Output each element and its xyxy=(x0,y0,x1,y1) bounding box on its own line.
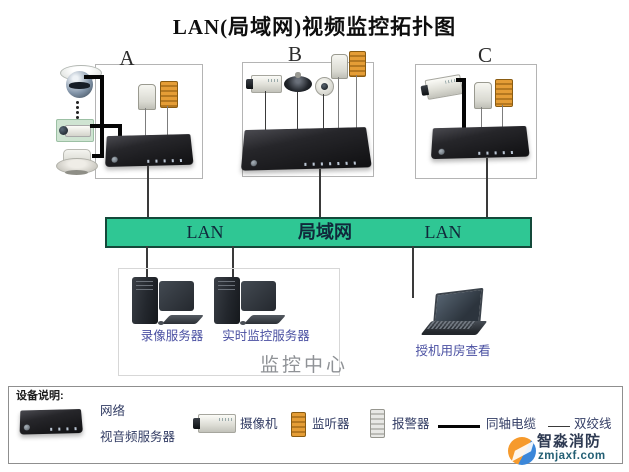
lan-bus-left-label: LAN xyxy=(160,220,250,244)
alarm-c-icon xyxy=(495,79,513,107)
legend-network-server-label-1: 网络 xyxy=(100,404,190,419)
legend-twisted-pair-line xyxy=(548,426,570,427)
group-b-label: B xyxy=(273,43,317,65)
pc-mouse xyxy=(158,321,164,325)
downlink-line-laptop xyxy=(412,246,414,298)
network-video-server-c-icon xyxy=(431,126,530,159)
box-camera-a-lens xyxy=(59,126,68,135)
twisted-pair-line xyxy=(167,106,168,135)
pc-monitor xyxy=(159,281,194,311)
box-camera-a-icon xyxy=(56,119,94,142)
monitoring-center-caption: 监控中心 xyxy=(248,354,360,378)
mini-dome-knob xyxy=(295,72,302,78)
bracket-camera-icon xyxy=(315,77,334,96)
legend-camera-label: 摄像机 xyxy=(240,417,286,432)
coaxial-cable-line xyxy=(100,75,104,158)
group-c-label: C xyxy=(463,44,507,66)
box-camera-b-lens xyxy=(246,79,253,89)
box-camera-a-body xyxy=(65,125,91,138)
pc-monitor xyxy=(241,281,276,311)
legend-camera-icon xyxy=(198,414,236,433)
legend-camera-lens xyxy=(193,418,200,428)
dotted-line xyxy=(76,111,79,114)
legend-heading: 设备说明: xyxy=(16,390,96,403)
uplink-line-b xyxy=(319,169,321,218)
server-power-button xyxy=(111,157,117,163)
legend-network-server-icon xyxy=(20,409,83,435)
pc-tower xyxy=(214,277,240,324)
lan-bus-right-label: LAN xyxy=(398,220,488,244)
uplink-line-a xyxy=(147,166,149,218)
box-camera-c-lens xyxy=(420,84,429,96)
box-camera-b-vent xyxy=(268,79,278,82)
server-power-button xyxy=(250,160,257,166)
laptop-label: 授机用房查看 xyxy=(398,344,508,359)
network-video-server-b-icon xyxy=(241,127,372,171)
pc-mouse xyxy=(240,321,246,325)
server-power-button xyxy=(24,424,30,430)
dotted-line xyxy=(76,101,79,104)
legend-listener-icon xyxy=(291,412,306,437)
twisted-pair-line xyxy=(145,108,146,136)
legend-twisted-pair-label: 双绞线 xyxy=(574,417,620,432)
legend-coaxial-line xyxy=(438,425,480,428)
server-power-button xyxy=(438,149,444,155)
twisted-pair-line xyxy=(481,107,482,128)
bracket-camera-lens xyxy=(321,83,328,90)
realtime-server-label: 实时监控服务器 xyxy=(200,329,332,344)
listener-b-icon xyxy=(331,54,348,79)
legend-coaxial-label: 同轴电缆 xyxy=(486,417,544,432)
server-led-row xyxy=(148,159,185,163)
pc-tower xyxy=(132,277,158,324)
uplink-line-c xyxy=(486,158,488,218)
laptop-keys xyxy=(427,321,477,329)
legend-network-server-label-2: 视音频服务器 xyxy=(100,430,200,445)
listener-a-icon xyxy=(138,84,156,110)
server-led-row xyxy=(478,151,519,155)
watermark-brand: 智淼消防 xyxy=(537,433,617,450)
twisted-pair-line xyxy=(502,105,503,128)
legend-listener-label: 监听器 xyxy=(312,417,358,432)
coaxial-cable-line xyxy=(462,78,466,128)
watermark-site: zmjaxf.com xyxy=(538,450,618,462)
brand-logo-icon xyxy=(508,437,536,465)
listener-c-icon xyxy=(474,82,492,109)
dotted-line xyxy=(76,106,79,109)
brand-logo-swoosh xyxy=(512,440,535,461)
pc-tower-vents xyxy=(136,281,153,291)
server-led-row xyxy=(50,427,77,431)
network-video-server-a-icon xyxy=(105,134,194,167)
pc-tower-vents xyxy=(218,281,235,291)
coaxial-cable-line xyxy=(92,154,102,158)
alarm-a-icon xyxy=(160,81,178,108)
group-a-label: A xyxy=(105,47,149,69)
server-led-row xyxy=(304,161,359,165)
legend-alarm-label: 报警器 xyxy=(392,417,438,432)
ceiling-dome-foot xyxy=(65,170,88,175)
page-title: LAN(局域网)视频监控拓扑图 xyxy=(0,11,629,41)
alarm-b-icon xyxy=(349,51,366,77)
legend-alarm-icon xyxy=(370,409,385,438)
lan-bus-center-label: 局域网 xyxy=(280,220,370,244)
legend-camera-vent xyxy=(219,418,232,421)
box-camera-b-icon xyxy=(251,75,282,93)
ptz-dome-lens-band xyxy=(69,82,91,88)
mini-dome-camera-icon xyxy=(284,76,312,92)
